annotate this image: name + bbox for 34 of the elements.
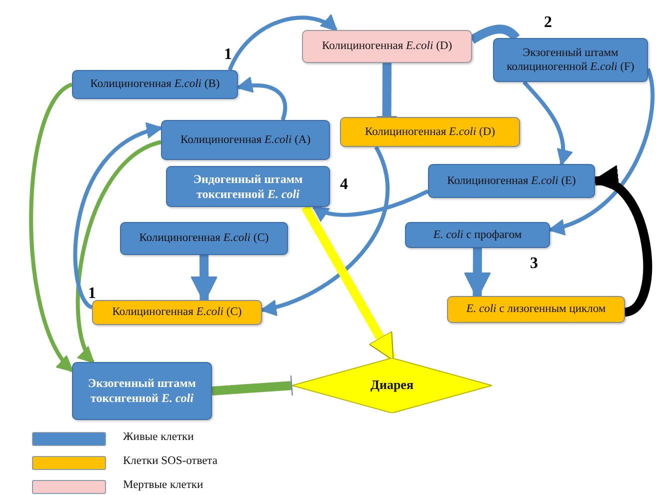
legend-label: Мертвые клетки xyxy=(123,479,204,491)
process-box: Экзогенный штамм колициногенной E.coli (F) xyxy=(493,38,648,82)
callout-number: 4 xyxy=(340,176,348,194)
arrow xyxy=(228,14,338,71)
connector-line xyxy=(470,24,520,44)
process-box: Колициногенная E.coli (B) xyxy=(72,70,238,99)
process-box: Колициногенная E.coli (C) xyxy=(120,222,288,255)
process-box: Колициногенная E.coli (D) xyxy=(340,117,520,147)
callout-number: 1 xyxy=(224,46,232,64)
arrow xyxy=(76,140,162,364)
arrow xyxy=(312,189,429,222)
arrow xyxy=(302,204,396,361)
callout-number: 2 xyxy=(544,14,552,32)
arrow xyxy=(73,124,163,310)
process-box: Колициногенная E.coli (C) xyxy=(92,300,262,325)
legend-label: Живые клетки xyxy=(123,431,194,443)
process-box: Колициногенная E.coli (D) xyxy=(302,30,472,63)
arrow xyxy=(236,76,288,121)
process-box: Эндогенный штамм токсигенной E. coli xyxy=(166,166,330,207)
arrow xyxy=(260,146,390,316)
callout-number: 1 xyxy=(88,285,96,303)
arrow xyxy=(548,68,654,234)
decision-diamond: Диарея xyxy=(292,358,492,413)
legend-label: Клетки SOS-ответа xyxy=(123,455,218,467)
arrow xyxy=(29,82,74,372)
inhibition-line xyxy=(212,376,293,396)
inhibition-line xyxy=(376,62,397,118)
process-box: E. coli с лизогенным циклом xyxy=(447,296,625,323)
process-box: Колициногенная E.coli (A) xyxy=(161,120,330,160)
process-box: Экзогенный штамм токсигенной E. coli xyxy=(72,362,212,420)
callout-number: 3 xyxy=(530,255,538,273)
arrow xyxy=(522,80,572,166)
process-box: Колициногенная E.coli (E) xyxy=(428,164,595,198)
process-box: E. coli с профагом xyxy=(405,222,550,248)
